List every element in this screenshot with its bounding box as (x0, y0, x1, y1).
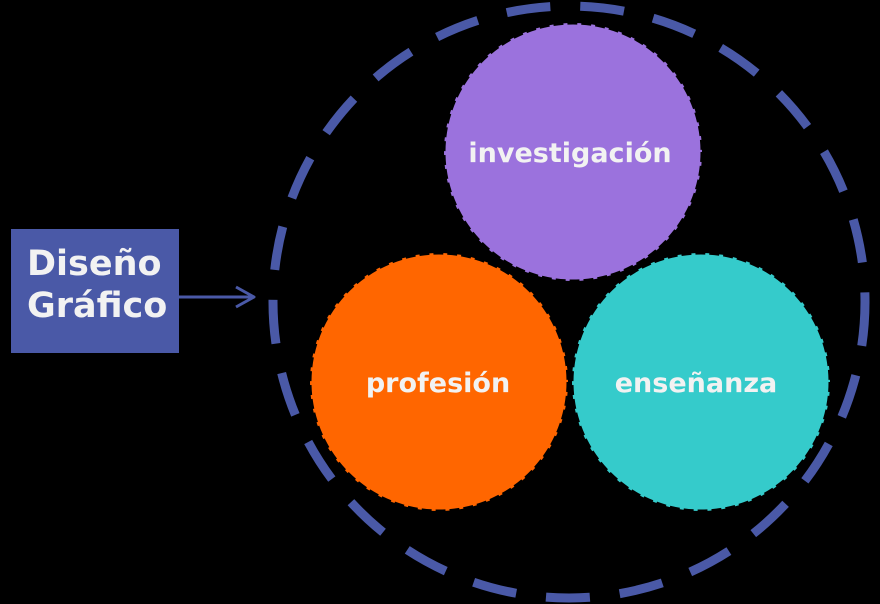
node-profesion-label: profesión (366, 368, 510, 399)
node-investigacion-label: investigación (468, 138, 671, 169)
node-ensenanza-circle (570, 251, 832, 513)
source-label-line2: Gráfico (27, 286, 168, 326)
arrow-head (235, 285, 256, 309)
node-ensenanza-label: enseñanza (615, 368, 778, 399)
node-profesion: profesión (308, 251, 570, 513)
source-label-box: Diseño Gráfico (11, 229, 179, 353)
arrow-connector (179, 285, 256, 309)
node-profesion-circle (308, 251, 570, 513)
source-label-line1: Diseño (27, 244, 162, 284)
dashed-boundary-circle (268, 1, 870, 603)
node-investigacion: investigación (442, 21, 704, 283)
node-ensenanza: enseñanza (570, 251, 832, 513)
node-investigacion-circle (442, 21, 704, 283)
